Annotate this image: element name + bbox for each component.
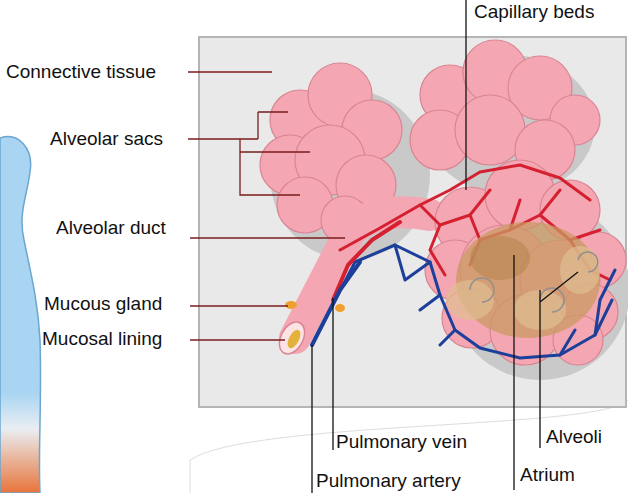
duct-opening — [274, 318, 309, 358]
leader-line — [332, 298, 333, 450]
mucosal-lining-layer — [285, 328, 303, 350]
part-label: Alveolar duct — [56, 217, 166, 239]
part-label: Mucous gland — [44, 293, 162, 315]
part-label: Capillary beds — [474, 1, 594, 23]
alveolus-opening — [470, 236, 530, 280]
part-label: Mucosal lining — [42, 328, 162, 350]
part-label: Pulmonary artery — [316, 470, 461, 492]
leader-line — [190, 339, 285, 340]
airflow-arrow — [470, 252, 598, 312]
cluster-shadows — [270, 55, 628, 380]
mucous-gland-dot — [335, 304, 345, 312]
leader-line — [190, 305, 288, 306]
leader-line — [188, 71, 272, 72]
part-label: Alveolar sacs — [50, 128, 163, 150]
leader-line — [465, 0, 466, 190]
capillary-network — [312, 165, 615, 358]
tissue-panel — [199, 37, 626, 407]
leader-line — [513, 255, 514, 490]
atrium-region — [446, 222, 600, 338]
leader-lines — [312, 0, 578, 493]
part-label: Pulmonary vein — [336, 431, 467, 453]
part-label: Connective tissue — [6, 61, 156, 83]
alveolar-sac-cluster — [410, 40, 600, 180]
part-label: Atrium — [520, 464, 575, 486]
pulmonary-artery-vessel — [312, 262, 360, 345]
body-outline — [190, 400, 628, 493]
leader-lines — [188, 72, 345, 340]
atrium-chamber — [456, 222, 600, 338]
bracket-leader — [188, 112, 310, 195]
body-silhouette — [0, 137, 41, 493]
leader-line — [190, 237, 345, 238]
part-label: Alveoli — [546, 426, 602, 448]
mucous-gland-dot — [285, 301, 297, 309]
leader-line — [540, 272, 578, 448]
leader-line — [311, 345, 312, 493]
